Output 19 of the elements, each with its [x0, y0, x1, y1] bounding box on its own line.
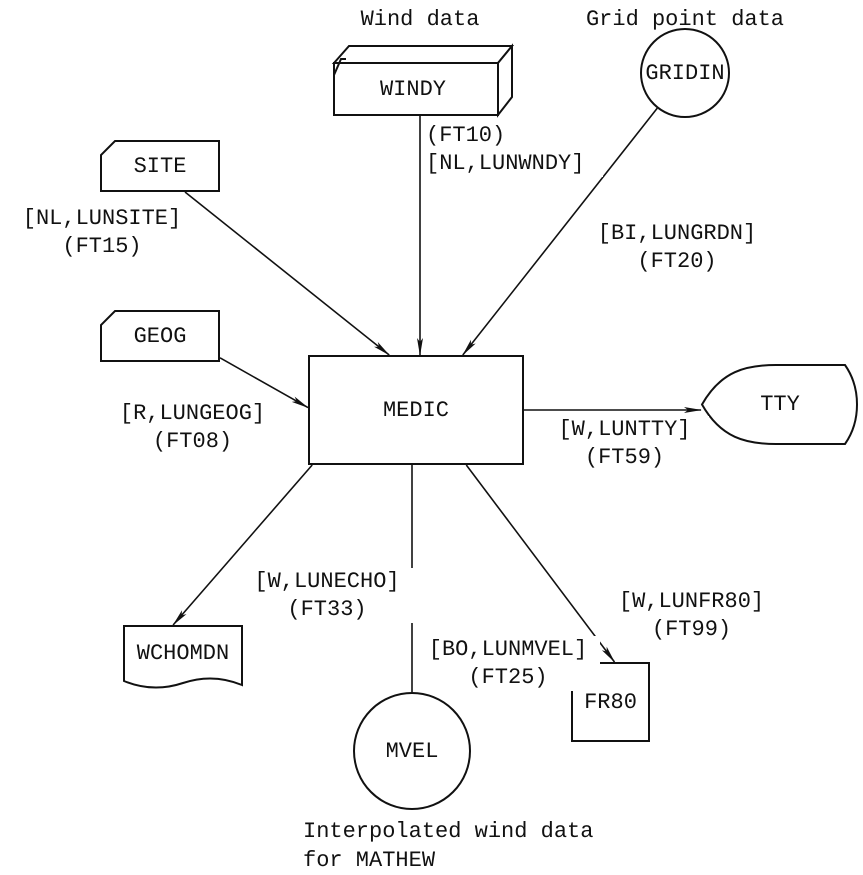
node-label: MEDIC [382, 398, 449, 422]
caption-text: Wind data [360, 7, 480, 32]
arrow [417, 116, 423, 356]
node-label: WINDY [380, 76, 446, 102]
caption-text: Interpolated wind data for MATHEW [303, 819, 594, 873]
arrow [172, 464, 313, 626]
arrow [462, 108, 658, 356]
node-label: FR80 [584, 690, 637, 714]
node-label: MVEL [386, 738, 438, 764]
node-label: TTY [760, 392, 800, 417]
arrow [466, 464, 616, 663]
arrow [524, 407, 702, 413]
caption-text: Grid point data [586, 7, 784, 32]
arrow [220, 357, 309, 408]
arrow [184, 191, 390, 356]
node-label: GEOG [134, 324, 186, 348]
node-label: WCHOMDN [136, 640, 230, 666]
node-label: GRIDIN [645, 60, 725, 86]
node-label: SITE [134, 154, 186, 178]
